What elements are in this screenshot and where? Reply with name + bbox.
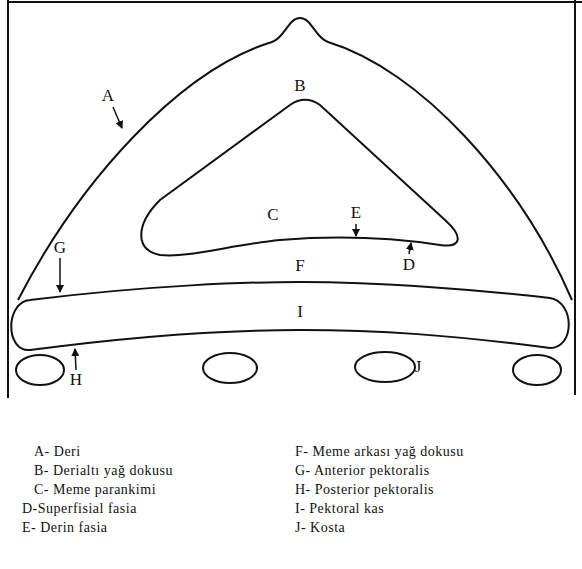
key-entry: J- Kosta [295, 520, 345, 536]
callout-letter: I [297, 302, 303, 322]
key-entry: C- Meme parankimi [34, 482, 156, 498]
callout-letter: D [403, 255, 415, 275]
skin-outline [18, 18, 572, 300]
key-entry: E- Derin fasia [22, 520, 108, 536]
callout-letter: F [295, 256, 304, 276]
callout-letter: J [415, 357, 422, 377]
callout-letter: H [70, 370, 82, 390]
ribs [16, 352, 561, 385]
callout-letter: G [54, 238, 66, 258]
frame [8, 0, 582, 398]
key-entry: A- Deri [34, 444, 81, 460]
key-entry: I- Pektoral kas [295, 501, 384, 517]
key-entry: G- Anterior pektoralis [295, 463, 430, 479]
key-entry: F- Meme arkası yağ dokusu [295, 444, 464, 460]
pectoral-muscle [11, 282, 569, 350]
callout-letter: A [102, 86, 114, 106]
callout-arrows [60, 107, 411, 370]
callout-letter: B [294, 76, 305, 96]
key-entry: D-Superfisial fasia [22, 501, 137, 517]
parenchyma-outline [141, 100, 457, 256]
key-entry: B- Derialtı yağ dokusu [34, 463, 173, 479]
callout-letter: C [267, 205, 278, 225]
key-entry: H- Posterior pektoralis [295, 482, 434, 498]
callout-letter: E [351, 203, 361, 223]
